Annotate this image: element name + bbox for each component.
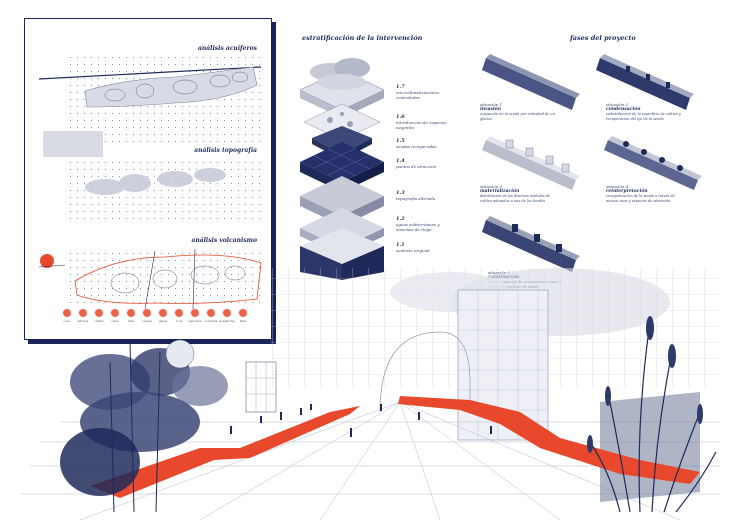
sample-circle	[175, 309, 183, 317]
analysis-panel: análisis acuíferos análisis topografía a…	[24, 18, 272, 340]
sample-circle	[143, 309, 151, 317]
sample-circle	[223, 309, 231, 317]
red-path-right	[398, 396, 700, 484]
sample-label: alturas	[77, 319, 89, 323]
volcano-marker	[40, 254, 54, 268]
sample-label: explosión	[187, 319, 203, 323]
grass-seeds	[587, 316, 703, 453]
sample-label: avalancha	[219, 319, 235, 323]
topography-blobs	[85, 168, 226, 195]
sample-label: lava	[127, 319, 135, 323]
layer-label-1-2: 1.2 aguas subterráneas y sistemas de rie…	[396, 216, 440, 232]
analysis-drawings	[38, 57, 263, 310]
sample-circle	[207, 309, 215, 317]
phase-2-label: situación 2 condensación redistribución …	[606, 102, 681, 121]
sample-circle	[159, 309, 167, 317]
terrain-line	[38, 66, 262, 80]
title-topografia: análisis topografía	[194, 147, 257, 154]
strat-title: estratificación de la intervención	[302, 34, 423, 42]
phase-4-label: situación 4 reinterpretación reorganizac…	[606, 184, 675, 203]
sample-label: roca	[175, 319, 183, 323]
sample-label: gases	[158, 319, 168, 323]
layer-label-1-3: 1.3 topografía alterada	[396, 190, 436, 201]
sample-circle	[95, 309, 103, 317]
perspective-scene	[20, 268, 720, 520]
fases-title: fases del proyecto	[570, 34, 636, 42]
vegetation-left	[60, 339, 228, 513]
sample-circle	[127, 309, 135, 317]
title-acuiferos: análisis acuíferos	[198, 45, 257, 52]
layer-label-1-4: 1.4 puntos de atracción	[396, 158, 437, 169]
aquifer-texture	[43, 131, 103, 157]
layer-label-1-1: 1.1 sustrato original	[396, 242, 430, 253]
layer-label-1-5: 1.5 sendas recuperadas	[396, 138, 437, 149]
side-wall	[600, 392, 700, 502]
sample-circle	[239, 309, 247, 317]
sample-label: ceniza	[142, 319, 152, 323]
phase-models	[482, 54, 702, 272]
people	[230, 404, 492, 437]
vegetation-right	[589, 321, 717, 513]
layer-stack	[299, 58, 385, 280]
sample-circle	[111, 309, 119, 317]
layer-label-1-7: 1.7 microclimatizaciones controladas	[396, 84, 439, 100]
volcanic-outline	[74, 254, 262, 304]
sample-label: calor	[111, 319, 119, 323]
arch-structure	[379, 331, 471, 413]
sample-label: cono	[63, 319, 71, 323]
layer-label-1-6: 1.6 introducción de espacios negentes	[396, 114, 447, 130]
phase-3-label: situación 3 materialización distribución…	[480, 184, 551, 203]
red-path-left	[90, 406, 360, 498]
sample-row: cono alturas cráter calor lava ceniza ga…	[63, 309, 263, 331]
grid-building	[245, 361, 277, 413]
sample-circle	[79, 309, 87, 317]
sample-circle	[191, 309, 199, 317]
sample-label: columna	[204, 319, 218, 323]
phase-1-label: situación 1 invasión ocupación de la sen…	[480, 102, 555, 121]
sample-label: flujo	[239, 319, 247, 323]
sample-circle	[63, 309, 71, 317]
title-volcanismo: análisis volcanismo	[191, 237, 258, 244]
aquifer-shape	[84, 66, 258, 108]
sample-label: cráter	[94, 319, 104, 323]
